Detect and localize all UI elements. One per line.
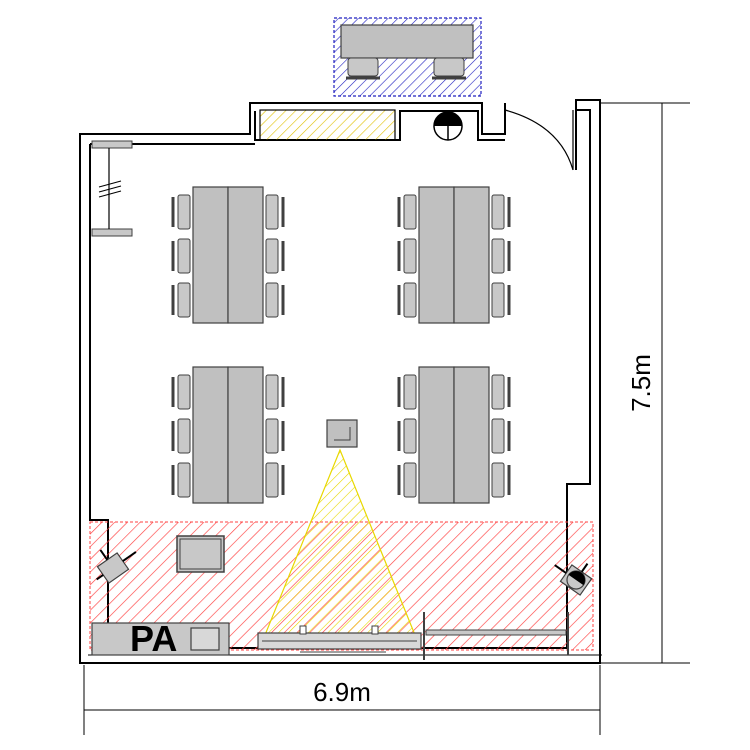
projector-icon <box>326 419 358 448</box>
chair <box>171 194 191 230</box>
table-group <box>171 366 285 504</box>
chair <box>491 282 511 318</box>
chair <box>397 282 417 318</box>
table-group <box>397 186 511 324</box>
width-label: 6.9m <box>313 677 371 707</box>
pa-console <box>91 622 230 656</box>
table <box>418 366 455 504</box>
projection-screen <box>257 625 422 653</box>
chair <box>491 374 511 410</box>
table <box>227 186 264 324</box>
chair <box>397 462 417 498</box>
chair <box>491 418 511 454</box>
door-swing-icon <box>504 109 574 171</box>
table-group <box>171 186 285 324</box>
chair <box>491 194 511 230</box>
pa-label: PA <box>130 618 177 659</box>
table <box>192 366 229 504</box>
stage-rail <box>423 612 569 660</box>
height-label: 7.5m <box>626 354 656 412</box>
chair <box>265 238 285 274</box>
chair <box>397 238 417 274</box>
chair <box>171 282 191 318</box>
table-groups <box>171 186 511 504</box>
exterior-area <box>333 17 482 97</box>
chair <box>265 462 285 498</box>
storage-cabinet <box>259 109 396 141</box>
speaker-icon <box>554 563 593 596</box>
table-group <box>397 366 511 504</box>
chair <box>171 374 191 410</box>
table <box>192 186 229 324</box>
chair <box>491 462 511 498</box>
chair <box>397 374 417 410</box>
table <box>418 186 455 324</box>
table <box>453 366 490 504</box>
width-dimension <box>83 665 601 735</box>
table <box>227 366 264 504</box>
table <box>453 186 490 324</box>
chair <box>265 418 285 454</box>
whiteboard-easel <box>91 140 133 237</box>
chair <box>265 282 285 318</box>
chair <box>265 194 285 230</box>
podium <box>176 535 225 573</box>
height-dimension <box>600 102 690 664</box>
chair <box>171 418 191 454</box>
chair <box>491 238 511 274</box>
chair <box>397 194 417 230</box>
chair <box>397 418 417 454</box>
chair <box>171 462 191 498</box>
speaker-icon <box>96 549 137 584</box>
ceiling-fixture-icon <box>433 111 463 141</box>
chair <box>265 374 285 410</box>
chair <box>171 238 191 274</box>
